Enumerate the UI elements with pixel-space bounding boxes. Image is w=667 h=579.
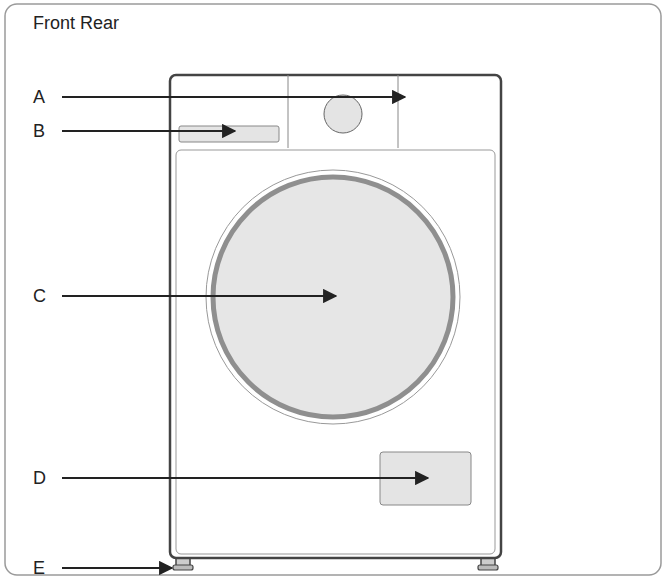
heading: Front Rear xyxy=(33,14,119,32)
front-panel xyxy=(176,150,495,554)
frame xyxy=(5,4,661,575)
detergent-drawer xyxy=(179,126,279,142)
callout-letter: A xyxy=(33,88,45,106)
machine-body xyxy=(170,75,501,558)
callout-letter: E xyxy=(33,559,45,577)
leader-arrow xyxy=(62,96,405,98)
door-rim xyxy=(206,170,460,424)
leader-arrow xyxy=(62,477,428,479)
door-glass xyxy=(213,177,453,417)
leader-arrow xyxy=(62,567,172,569)
leader-arrow xyxy=(62,295,336,297)
callout-letter: B xyxy=(33,122,45,140)
panel-divider xyxy=(288,75,289,148)
panel-divider xyxy=(398,75,399,148)
callout-letter: D xyxy=(33,469,46,487)
foot xyxy=(173,565,193,570)
leader-arrow xyxy=(62,130,235,132)
foot xyxy=(478,565,498,570)
control-knob xyxy=(324,95,362,133)
callout-letter: C xyxy=(33,287,46,305)
